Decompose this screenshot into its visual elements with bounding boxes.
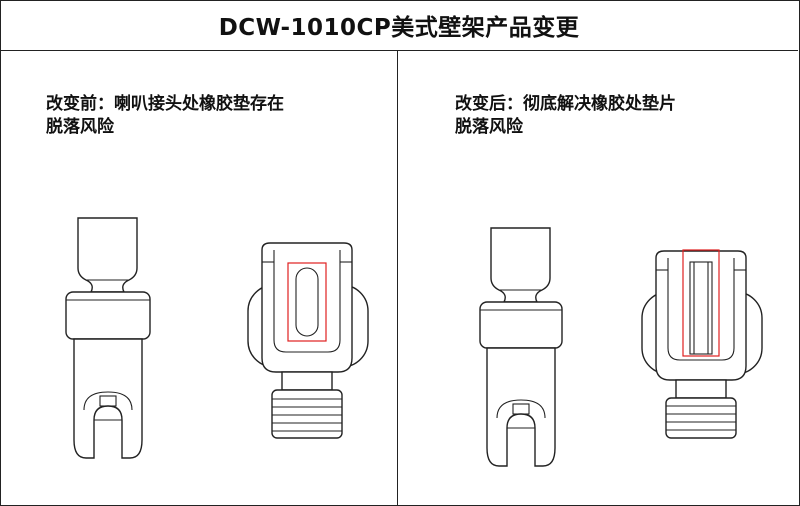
before-caption: 改变前：喇叭接头处橡胶垫存在 脱落风险: [46, 93, 284, 139]
after-highlight-box: [682, 249, 720, 357]
before-caption-line1: 改变前：喇叭接头处橡胶垫存在: [46, 94, 284, 114]
before-holder-side-view: [65, 217, 151, 459]
page-title: DCW-1010CP美式壁架产品变更: [218, 15, 580, 41]
after-holder-side-view: [479, 227, 563, 467]
after-caption-line2: 脱落风险: [455, 117, 523, 137]
panel-divider: [397, 51, 398, 505]
after-caption-line1: 改变后：彻底解决橡胶处垫片: [455, 94, 676, 114]
after-caption: 改变后：彻底解决橡胶处垫片 脱落风险: [455, 93, 676, 139]
after-holder-front-view: [641, 249, 763, 439]
before-holder-front-view: [247, 242, 369, 439]
before-caption-line2: 脱落风险: [46, 117, 114, 137]
before-highlight-box: [287, 262, 327, 342]
title-bar: DCW-1010CP美式壁架产品变更: [0, 0, 798, 51]
